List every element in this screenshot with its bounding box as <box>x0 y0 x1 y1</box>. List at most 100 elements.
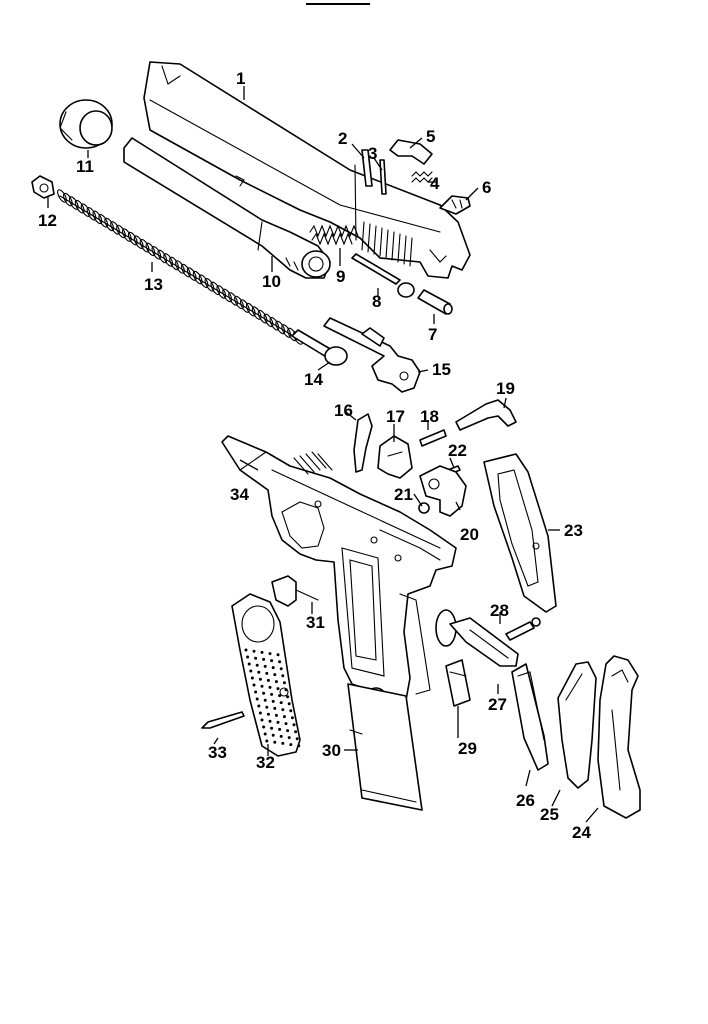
checkering-dot <box>284 722 288 726</box>
part-13-recoil-spring <box>57 189 303 345</box>
slide-serrations <box>361 221 413 267</box>
checkering-dot <box>287 736 291 740</box>
spring-coil <box>74 199 85 214</box>
checkering-dot <box>260 718 264 722</box>
part-15-sear-assembly <box>323 317 421 393</box>
spring-coil <box>186 267 197 281</box>
checkering-dot <box>262 691 266 695</box>
checkering-dot <box>268 719 272 723</box>
checkering-dot <box>247 662 251 666</box>
spring-coil <box>222 288 233 303</box>
spring-coil <box>275 320 286 335</box>
spring-coil <box>263 313 274 328</box>
checkering-dot <box>262 657 266 661</box>
part-29-magazine-follower <box>445 659 471 707</box>
label-34: 34 <box>230 485 249 504</box>
checkering-dot <box>254 656 258 660</box>
part-labels: 1 2 3 4 5 6 7 8 9 10 11 12 13 14 15 16 1… <box>38 69 591 842</box>
spring-coil <box>98 214 109 228</box>
checkering-dot <box>266 678 270 682</box>
spring-coil <box>127 231 138 246</box>
part-26-spring <box>511 663 549 771</box>
label-14: 14 <box>304 370 323 389</box>
spring-coil <box>204 278 215 292</box>
label-6: 6 <box>482 178 491 197</box>
spring-coil <box>121 228 132 242</box>
frame-grip-window <box>341 547 385 677</box>
part-12-guide-tip <box>31 175 55 199</box>
spring-coil <box>281 324 292 338</box>
spring-coil <box>251 306 262 320</box>
checkering-dot <box>294 730 298 734</box>
label-25: 25 <box>540 805 559 824</box>
label-30: 30 <box>322 741 341 760</box>
label-10: 10 <box>262 272 281 291</box>
label-18: 18 <box>420 407 439 426</box>
checkering-dot <box>249 669 253 673</box>
checkering-dot <box>255 663 259 667</box>
spring-coil <box>151 246 162 260</box>
checkering-dot <box>295 737 299 741</box>
checkering-dot <box>279 667 283 671</box>
checkering-dot <box>244 648 248 652</box>
label-13: 13 <box>144 275 163 294</box>
spring-coil <box>145 242 156 257</box>
checkering-dot <box>271 699 275 703</box>
part-25-spring-housing <box>557 661 597 789</box>
checkering-dot <box>246 655 250 659</box>
label-26: 26 <box>516 791 535 810</box>
label-15: 15 <box>432 360 451 379</box>
spring-coil <box>92 210 103 225</box>
checkering-dot <box>265 739 269 743</box>
checkering-dot <box>257 704 261 708</box>
spring-coil <box>57 189 67 203</box>
spring-coil <box>68 196 79 210</box>
part-23-grip-plate <box>483 453 557 613</box>
part-14-guide-rod <box>291 329 348 366</box>
checkering-dot <box>250 676 254 680</box>
checkering-dot <box>252 649 256 653</box>
spring-coil <box>175 260 185 274</box>
spring-coil <box>104 217 115 232</box>
part-24-backstrap <box>597 655 641 819</box>
checkering-dot <box>268 685 272 689</box>
part-6-sight <box>439 195 471 215</box>
part-3-pin <box>379 159 387 195</box>
checkering-dot <box>292 723 296 727</box>
spring-coil <box>239 299 250 313</box>
checkering-dot <box>290 716 294 720</box>
checkering-dot <box>281 674 285 678</box>
checkering-dot <box>266 712 270 716</box>
label-16: 16 <box>334 401 353 420</box>
checkering-dot <box>284 688 288 692</box>
checkering-dot <box>278 694 282 698</box>
label-4: 4 <box>430 174 440 193</box>
label-29: 29 <box>458 739 477 758</box>
checkering-dot <box>265 671 269 675</box>
checkering-dot <box>281 741 285 745</box>
part-11-barrel-bushing <box>59 99 113 149</box>
part-17-block <box>377 435 413 479</box>
checkering-dot <box>279 701 283 705</box>
part-31-magazine-catch <box>271 575 319 607</box>
label-33: 33 <box>208 743 227 762</box>
checkering-dot <box>287 702 291 706</box>
spring-coil <box>86 207 97 221</box>
part-16-lever <box>353 413 373 473</box>
spring-coil <box>169 256 180 271</box>
spring-coil <box>234 295 244 310</box>
checkering-dot <box>276 687 280 691</box>
grip-medallion <box>241 605 275 643</box>
spring-coil <box>80 203 91 217</box>
checkering-dot <box>270 692 274 696</box>
checkering-dot <box>265 705 269 709</box>
checkering-dot <box>257 670 261 674</box>
checkering-dot <box>281 708 285 712</box>
checkering-dot <box>260 650 264 654</box>
label-27: 27 <box>488 695 507 714</box>
grip-checkering <box>244 648 301 748</box>
label-22: 22 <box>448 441 467 460</box>
spring-coil <box>228 292 239 306</box>
label-9: 9 <box>336 267 345 286</box>
